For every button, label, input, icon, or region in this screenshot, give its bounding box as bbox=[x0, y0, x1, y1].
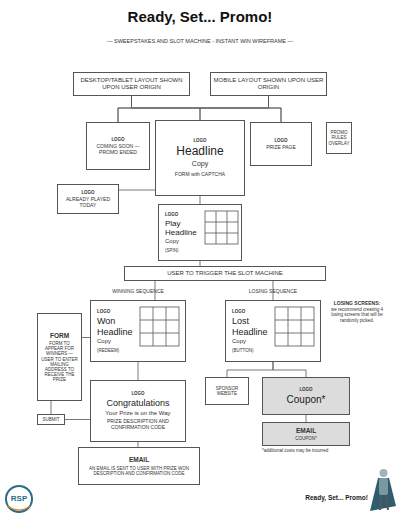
headline-text: Lost Headline bbox=[232, 316, 274, 337]
caption-text: FORM with CAPTCHA bbox=[175, 172, 225, 178]
screen-box: LOGO CongratulationsYour Prize is on the … bbox=[90, 380, 186, 442]
caption-text: COUPON* bbox=[295, 436, 317, 441]
sequence-label: LOSING SEQUENCE bbox=[225, 288, 321, 294]
connector-line bbox=[118, 96, 132, 122]
slot-screen-box: LOGO Won HeadlineCopy (REDEEM) bbox=[90, 300, 186, 362]
screen-box: LOGO HeadlineCopyFORM with CAPTCHA bbox=[155, 120, 245, 196]
caption-text: (SPIN) bbox=[165, 248, 179, 253]
screen-box: PROMO RULES OVERLAY bbox=[326, 122, 352, 154]
copy-text: Copy bbox=[232, 338, 246, 345]
connector-line bbox=[82, 337, 90, 338]
caption-text: PRIZE DESCRIPTION AND CONFIRMATION CODE bbox=[93, 419, 183, 431]
slot-grid bbox=[205, 211, 238, 244]
screen-box: FORM FORM TO APPEAR FOR WINNERS — USER TO… bbox=[37, 313, 82, 401]
caption-text: AN EMAIL IS SENT TO USER WITH PRIZE WON … bbox=[81, 466, 197, 476]
headline-text: Coupon* bbox=[287, 394, 326, 406]
brand-logo-ring bbox=[6, 486, 32, 512]
copy-text: Copy bbox=[97, 338, 111, 345]
logo-placeholder: LOGO bbox=[131, 391, 144, 396]
caption-text: MOBILE LAYOUT SHOWN UPON USER ORIGIN bbox=[213, 77, 324, 91]
caption-text: COMING SOON — PROMO ENDED bbox=[89, 144, 147, 156]
logo-placeholder: LOGO bbox=[193, 138, 206, 143]
connector-line bbox=[138, 362, 139, 380]
connector-line bbox=[200, 196, 201, 204]
brand-logo-swoosh bbox=[8, 506, 30, 510]
screen-box: USER TO TRIGGER THE SLOT MACHINE bbox=[124, 266, 326, 281]
connector-line bbox=[51, 401, 52, 414]
slot-screen-box: LOGO Play HeadlineCopy (SPIN) bbox=[158, 204, 242, 261]
slot-screen-box: LOGO Lost HeadlineCopy (BUTTON) bbox=[225, 300, 321, 362]
screen-box: LOGO ALREADY PLAYED TODAY bbox=[57, 184, 119, 214]
copy-text: Copy bbox=[165, 238, 179, 245]
caption-text: ALREADY PLAYED TODAY bbox=[60, 197, 116, 209]
section-title: EMAIL bbox=[129, 456, 149, 463]
logo-placeholder: LOGO bbox=[232, 309, 245, 314]
page-title: Ready, Set... Promo! bbox=[0, 8, 400, 26]
headline-text: Congratulations bbox=[106, 398, 169, 408]
headline-text: Play Headline bbox=[165, 219, 201, 237]
subtitle-text: — SWEEPSTAKES AND SLOT MACHINE - INSTANT… bbox=[0, 38, 400, 45]
section-title: EMAIL bbox=[296, 427, 316, 434]
copy-text: Copy bbox=[192, 160, 208, 168]
screen-box: SPONSOR WEBSITE bbox=[205, 377, 249, 405]
caption-text: PRIZE PAGE bbox=[266, 145, 296, 151]
note-heading: LOSING SCREENS: bbox=[326, 300, 388, 306]
caption-text: SUBMIT bbox=[42, 417, 59, 422]
connector-line bbox=[132, 96, 282, 122]
section-title: FORM bbox=[50, 332, 69, 339]
connector-line bbox=[119, 190, 155, 191]
connector-line bbox=[269, 96, 282, 122]
logo-placeholder: LOGO bbox=[274, 138, 287, 143]
connector-line bbox=[118, 96, 269, 122]
screen-box: SUBMIT bbox=[37, 414, 65, 425]
logo-placeholder: LOGO bbox=[111, 137, 124, 142]
caption-text: (REDEEM) bbox=[97, 348, 119, 353]
screen-box: LOGO COMING SOON — PROMO ENDED bbox=[86, 122, 150, 170]
slot-grid bbox=[140, 307, 179, 346]
caption-text: DESKTOP/TABLET LAYOUT SHOWN UPON USER OR… bbox=[76, 77, 187, 91]
screen-box: EMAIL COUPON* bbox=[262, 422, 350, 446]
caption-text: PROMO RULES OVERLAY bbox=[329, 130, 350, 146]
brand-name: Ready, Set... Promo! bbox=[290, 494, 368, 502]
caption-text: (BUTTON) bbox=[232, 348, 253, 353]
connector-line bbox=[306, 415, 307, 422]
screen-box: DESKTOP/TABLET LAYOUT SHOWN UPON USER OR… bbox=[73, 72, 190, 96]
headline-text: Headline bbox=[176, 145, 223, 159]
logo-placeholder: LOGO bbox=[165, 212, 178, 217]
connector-line bbox=[65, 419, 90, 420]
slot-grid bbox=[275, 307, 314, 346]
logo-placeholder: LOGO bbox=[81, 190, 94, 195]
sequence-label: WINNING SEQUENCE bbox=[90, 288, 186, 294]
screen-box: LOGO PRIZE PAGE bbox=[250, 122, 312, 166]
logo-placeholder: LOGO bbox=[299, 387, 312, 392]
note-text: we recommend creating 4 losing screens t… bbox=[326, 307, 388, 323]
connector-line bbox=[227, 362, 273, 377]
headline-text: Won Headline bbox=[97, 316, 139, 337]
caption-text: FORM TO APPEAR FOR WINNERS — USER TO ENT… bbox=[40, 341, 79, 382]
screen-box: LOGO Coupon* bbox=[262, 377, 350, 415]
screen-box: EMAIL AN EMAIL IS SENT TO USER WITH PRIZE… bbox=[78, 447, 200, 485]
connector-line bbox=[273, 362, 306, 377]
caption-text: SPONSOR WEBSITE bbox=[208, 386, 246, 396]
brand-logo-text: RSP bbox=[6, 494, 32, 504]
screen-box: MOBILE LAYOUT SHOWN UPON USER ORIGIN bbox=[210, 72, 327, 96]
copy-text: Your Prize is on the Way bbox=[105, 410, 170, 417]
footnote-text: *additional costs may be incurred bbox=[262, 448, 350, 453]
caption-text: USER TO TRIGGER THE SLOT MACHINE bbox=[167, 270, 282, 277]
logo-placeholder: LOGO bbox=[97, 309, 110, 314]
hero-illustration bbox=[370, 469, 396, 511]
connector-line bbox=[200, 96, 269, 120]
